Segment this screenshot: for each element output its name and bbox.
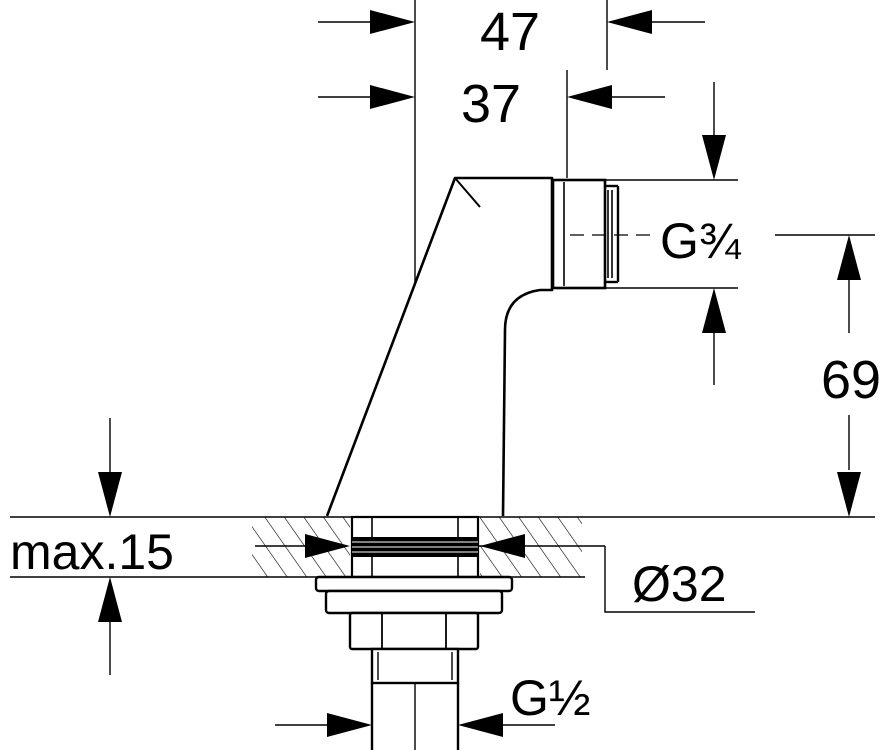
dimension-69	[585, 235, 875, 518]
label-69: 69	[821, 350, 881, 410]
dimension-37	[318, 70, 665, 178]
dimension-d32	[255, 534, 755, 613]
label-d32: Ø32	[632, 556, 727, 612]
label-g34: G¾	[660, 213, 742, 269]
dimension-47	[318, 0, 705, 70]
dimension-g34	[600, 82, 875, 385]
dimension-g12	[275, 713, 555, 737]
label-47: 47	[480, 2, 540, 62]
mounting-assembly	[314, 515, 514, 750]
label-max15: max.15	[10, 524, 174, 580]
dimension-max15	[10, 418, 250, 675]
label-g12: G½	[510, 670, 591, 726]
label-37: 37	[461, 74, 521, 134]
elbow-body	[325, 176, 554, 517]
thread-outlet	[551, 178, 650, 290]
